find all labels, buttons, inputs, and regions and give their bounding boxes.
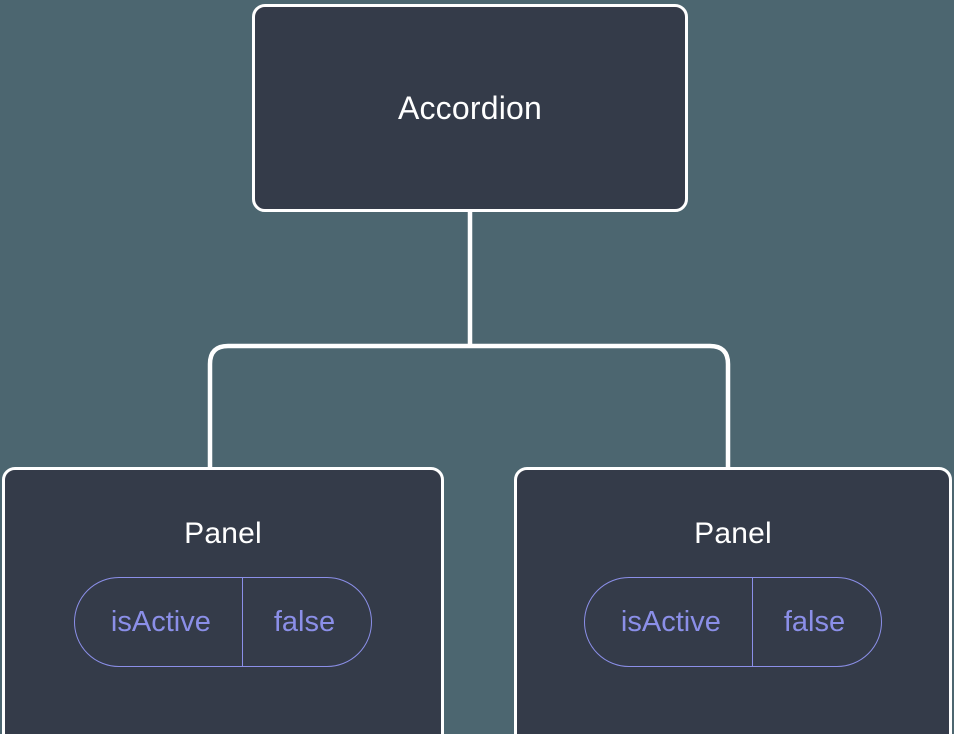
prop-key: isActive bbox=[75, 578, 243, 666]
tree-node-panel-left[interactable]: Panel isActive false bbox=[2, 467, 444, 734]
prop-value: false bbox=[783, 605, 846, 638]
prop-value: false bbox=[273, 605, 336, 638]
node-title: Accordion bbox=[397, 90, 543, 126]
edge-root-to-panel-left bbox=[207, 343, 470, 470]
prop-key: isActive bbox=[585, 578, 753, 666]
tree-node-accordion[interactable]: Accordion bbox=[252, 4, 688, 212]
node-title: Panel bbox=[184, 517, 262, 550]
tree-node-panel-right[interactable]: Panel isActive false bbox=[514, 467, 952, 734]
edge-root-to-panel-right bbox=[470, 343, 731, 470]
node-title: Panel bbox=[694, 517, 772, 550]
prop-badge-isactive[interactable]: isActive false bbox=[73, 577, 373, 667]
prop-badge-isactive[interactable]: isActive false bbox=[583, 577, 883, 667]
